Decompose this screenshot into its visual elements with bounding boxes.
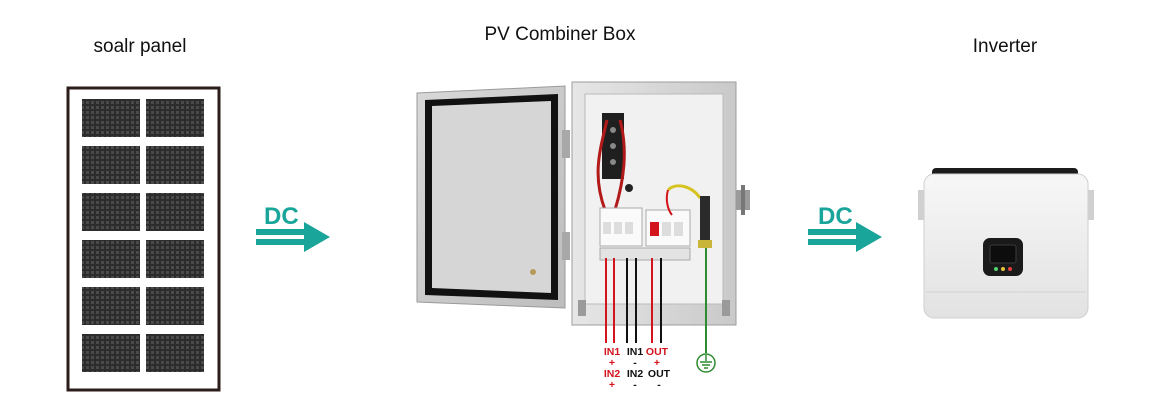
wire-label-in2-pos-sign: + — [608, 379, 616, 391]
wire-label-in2-pos-name: IN2 — [603, 368, 621, 380]
wire-label-out-neg-name: OUT — [647, 368, 671, 380]
arrow-right-icon — [256, 222, 330, 252]
combiner-box-label: PV Combiner Box — [484, 24, 636, 45]
dc-arrow-label-2: DC — [818, 203, 853, 230]
wire-label-in1-pos: IN1 + — [600, 347, 624, 369]
wire-label-in2-pos: IN2 + — [600, 369, 624, 391]
dc-arrow-label-1: DC — [264, 203, 299, 230]
combiner-box-icon — [416, 81, 750, 326]
wire-label-in2-neg-name: IN2 — [626, 368, 644, 380]
wire-label-in2-neg: IN2 - — [623, 369, 647, 391]
wire-label-out-pos-sign: + — [653, 357, 661, 369]
ground-symbol-icon — [696, 353, 716, 373]
solar-panel-icon — [66, 86, 221, 392]
wire-label-in1-pos-name: IN1 — [603, 346, 621, 358]
wire-label-in2-neg-sign: - — [633, 379, 637, 391]
wire-label-in1-neg-name: IN1 — [626, 346, 644, 358]
solar-panel-label: soalr panel — [93, 36, 187, 57]
wire-label-out-neg: OUT - — [645, 369, 673, 391]
wire-label-in1-pos-sign: + — [608, 357, 616, 369]
arrow-right-icon — [808, 222, 882, 252]
inverter-icon — [918, 168, 1094, 319]
inverter-label: Inverter — [972, 36, 1038, 57]
wire-label-in1-neg-sign: - — [633, 357, 637, 369]
wire-label-out-pos-name: OUT — [645, 346, 669, 358]
wire-label-out-pos: OUT + — [643, 347, 671, 369]
wire-label-in1-neg: IN1 - — [623, 347, 647, 369]
wire-label-out-neg-sign: - — [657, 379, 661, 391]
